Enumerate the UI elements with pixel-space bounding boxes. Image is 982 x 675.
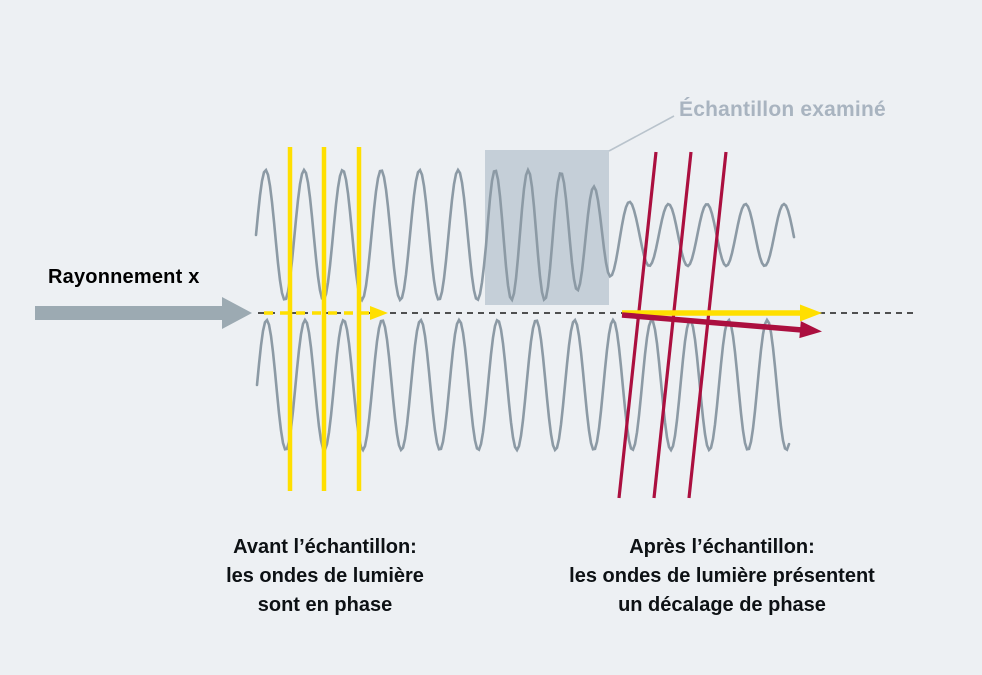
caption-after-line-2: les ondes de lumière présentent	[569, 565, 875, 587]
red-phase-front-1	[617, 151, 658, 499]
caption-before: Avant l’échantillon: les ondes de lumièr…	[155, 533, 495, 620]
sample-label: Échantillon examiné	[679, 98, 886, 121]
yellow-dashed-arrow-head	[370, 306, 388, 320]
sample-box	[485, 150, 609, 305]
red-arrow-line	[621, 312, 803, 333]
sample-pointer-line	[608, 115, 675, 152]
caption-before-line-2: les ondes de lumière	[226, 565, 424, 587]
xray-block-arrow	[35, 297, 252, 329]
caption-before-line-1: Avant l’échantillon:	[233, 536, 417, 558]
caption-before-line-3: sont en phase	[257, 594, 393, 616]
wave-bottom	[255, 317, 791, 453]
red-arrow-head	[799, 321, 822, 339]
yellow-arrow-head	[800, 304, 822, 322]
caption-after-line-3: un décalage de phase	[618, 594, 826, 616]
red-phase-front-2	[652, 151, 693, 499]
wave-top	[254, 166, 796, 303]
caption-after-line-1: Après l’échantillon:	[629, 536, 815, 558]
red-phase-front-3	[687, 151, 728, 499]
radiation-label: Rayonnement x	[48, 266, 200, 288]
caption-after: Après l’échantillon: les ondes de lumièr…	[512, 533, 932, 620]
